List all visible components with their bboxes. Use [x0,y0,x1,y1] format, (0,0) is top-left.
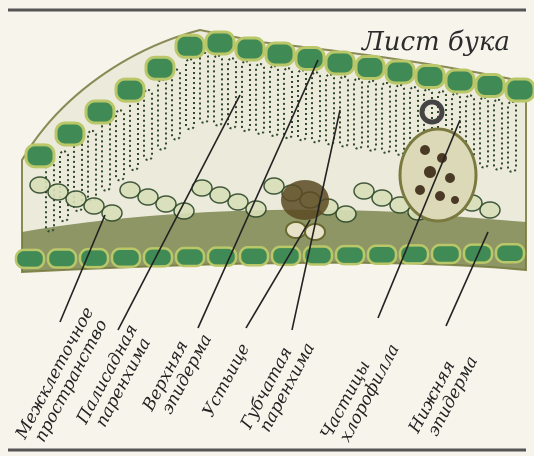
spongy-cell [336,206,356,222]
upper-epidermis-cell [386,61,414,83]
upper-epidermis-cell [446,70,474,92]
lower-epidermis-cell [240,247,268,265]
lower-epidermis-cell [432,245,460,263]
upper-epidermis-cell [56,123,84,145]
spongy-cell [480,202,500,218]
upper-epidermis-cell [236,38,264,60]
figure-title: Лист бука [360,27,510,57]
spongy-cell [84,198,104,214]
upper-epidermis-cell [476,75,504,97]
spongy-cell [264,178,284,194]
stoma [281,180,329,240]
upper-epidermis-cell [506,79,534,101]
upper-epidermis-cell [176,35,204,57]
lower-epidermis-cell [112,249,140,267]
upper-epidermis-cell [26,145,54,167]
upper-epidermis-cell [206,32,234,54]
spongy-cell [210,187,230,203]
upper-epidermis-cell [116,79,144,101]
lower-epidermis-cell [144,248,172,266]
upper-epidermis-cell [356,57,384,79]
spongy-cell [120,182,140,198]
upper-epidermis-cell [326,52,354,74]
upper-epidermis-cell [146,57,174,79]
upper-epidermis-cell [86,101,114,123]
lower-epidermis-cell [208,248,236,266]
lower-epidermis-cell [496,244,524,262]
spongy-cell [354,183,374,199]
spongy-cell [138,189,158,205]
label-lower-epidermis: Нижняя эпидерма [404,345,482,446]
spongy-cell [66,191,86,207]
lower-epidermis-cell [272,247,300,265]
upper-epidermis-cell [266,43,294,65]
lower-epidermis-cell [368,246,396,264]
spongy-cell [102,205,122,221]
lower-epidermis-cell [336,246,364,264]
label-chlorophyll-particles: Частицы хлорофилла [317,332,404,450]
spongy-cell [156,196,176,212]
spongy-cell [48,184,68,200]
lower-epidermis-cell [16,250,44,268]
spongy-cell [30,177,50,193]
upper-epidermis-cell [416,66,444,88]
lower-epidermis-cell [176,248,204,266]
lower-epidermis-cell [48,250,76,268]
spongy-cell [372,190,392,206]
upper-epidermis-cell [296,48,324,70]
spongy-cell [228,194,248,210]
